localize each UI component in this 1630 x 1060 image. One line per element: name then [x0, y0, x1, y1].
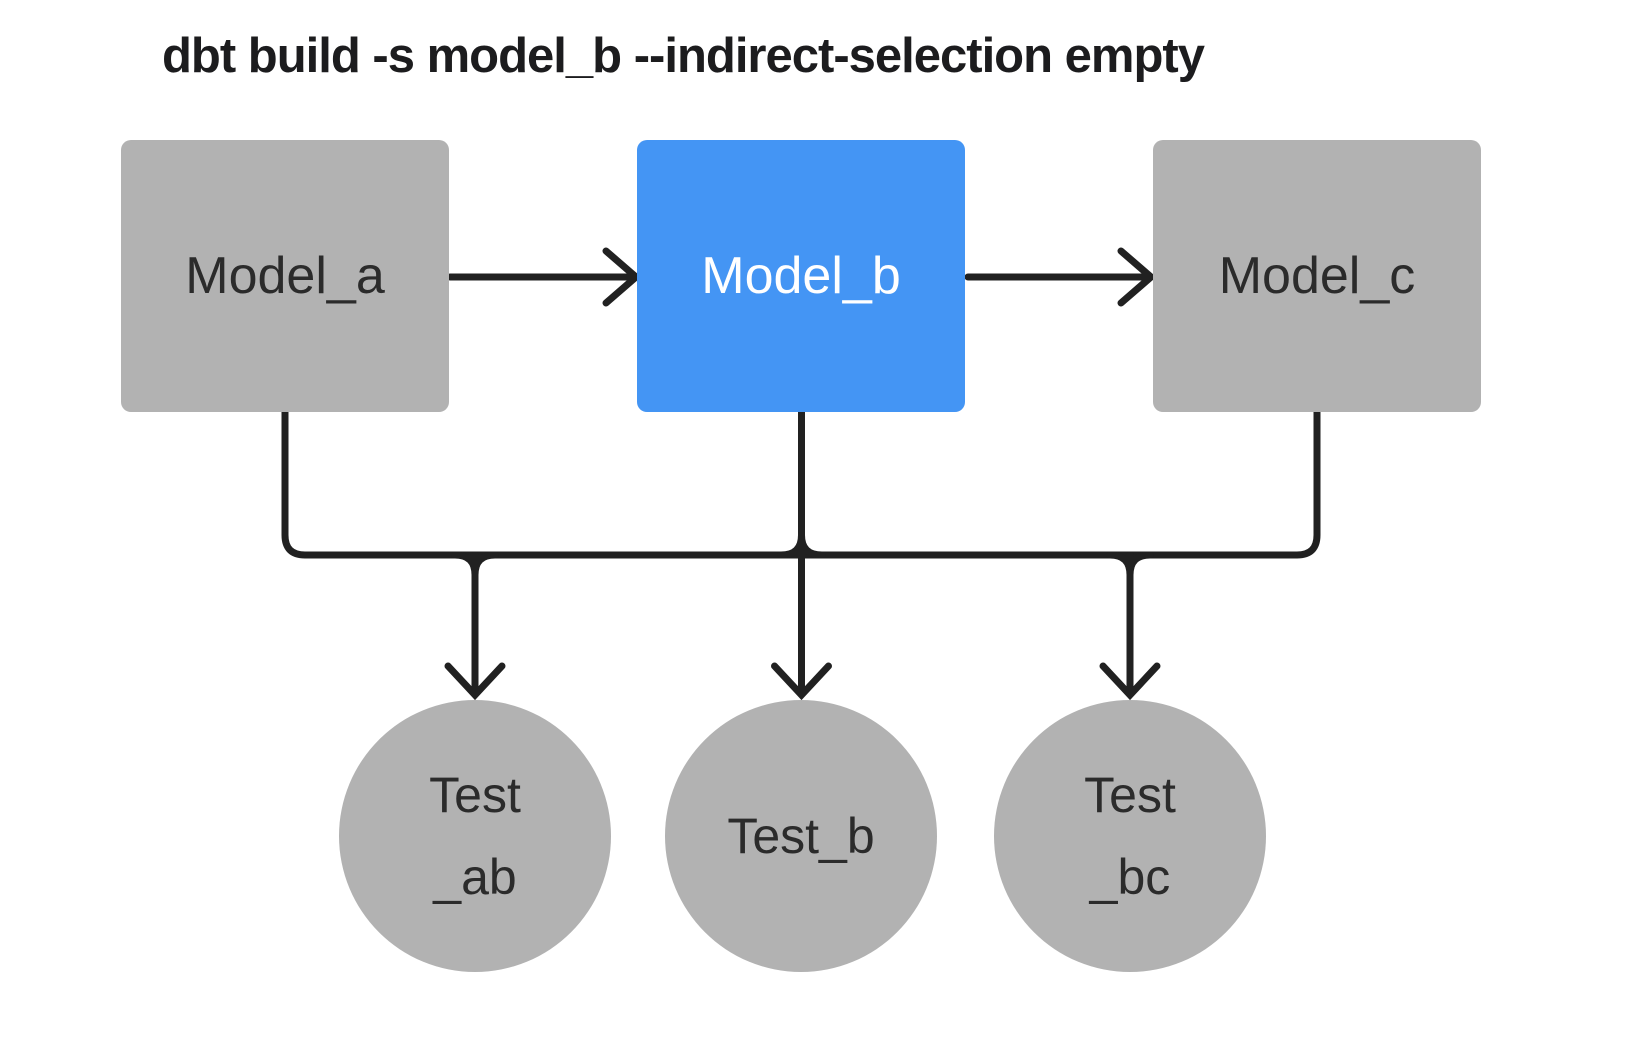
node-test-b: Test_b: [665, 700, 937, 972]
node-test-ab: Test _ab: [339, 700, 611, 972]
node-model-b-label: Model_b: [701, 247, 901, 305]
edge-drop-to-test-bc: [1099, 551, 1161, 701]
node-test-ab-label: Test _ab: [429, 767, 521, 905]
node-test-bc: Test _bc: [994, 700, 1266, 972]
node-model-b-selected: Model_b: [637, 140, 965, 412]
edge-model-a-to-model-b: [446, 247, 642, 307]
node-model-a-label: Model_a: [185, 247, 385, 305]
edge-model-b-to-test-b: [771, 408, 832, 701]
edge-drop-to-test-ab: [444, 551, 506, 701]
diagram-title: dbt build -s model_b --indirect-selectio…: [162, 29, 1205, 83]
node-test-b-label: Test_b: [727, 808, 875, 864]
node-test-bc-label: Test _bc: [1084, 767, 1176, 905]
node-model-c: Model_c: [1153, 140, 1481, 412]
node-model-c-label: Model_c: [1218, 247, 1416, 305]
node-model-a: Model_a: [121, 140, 449, 412]
edge-model-b-to-model-c: [964, 247, 1157, 307]
